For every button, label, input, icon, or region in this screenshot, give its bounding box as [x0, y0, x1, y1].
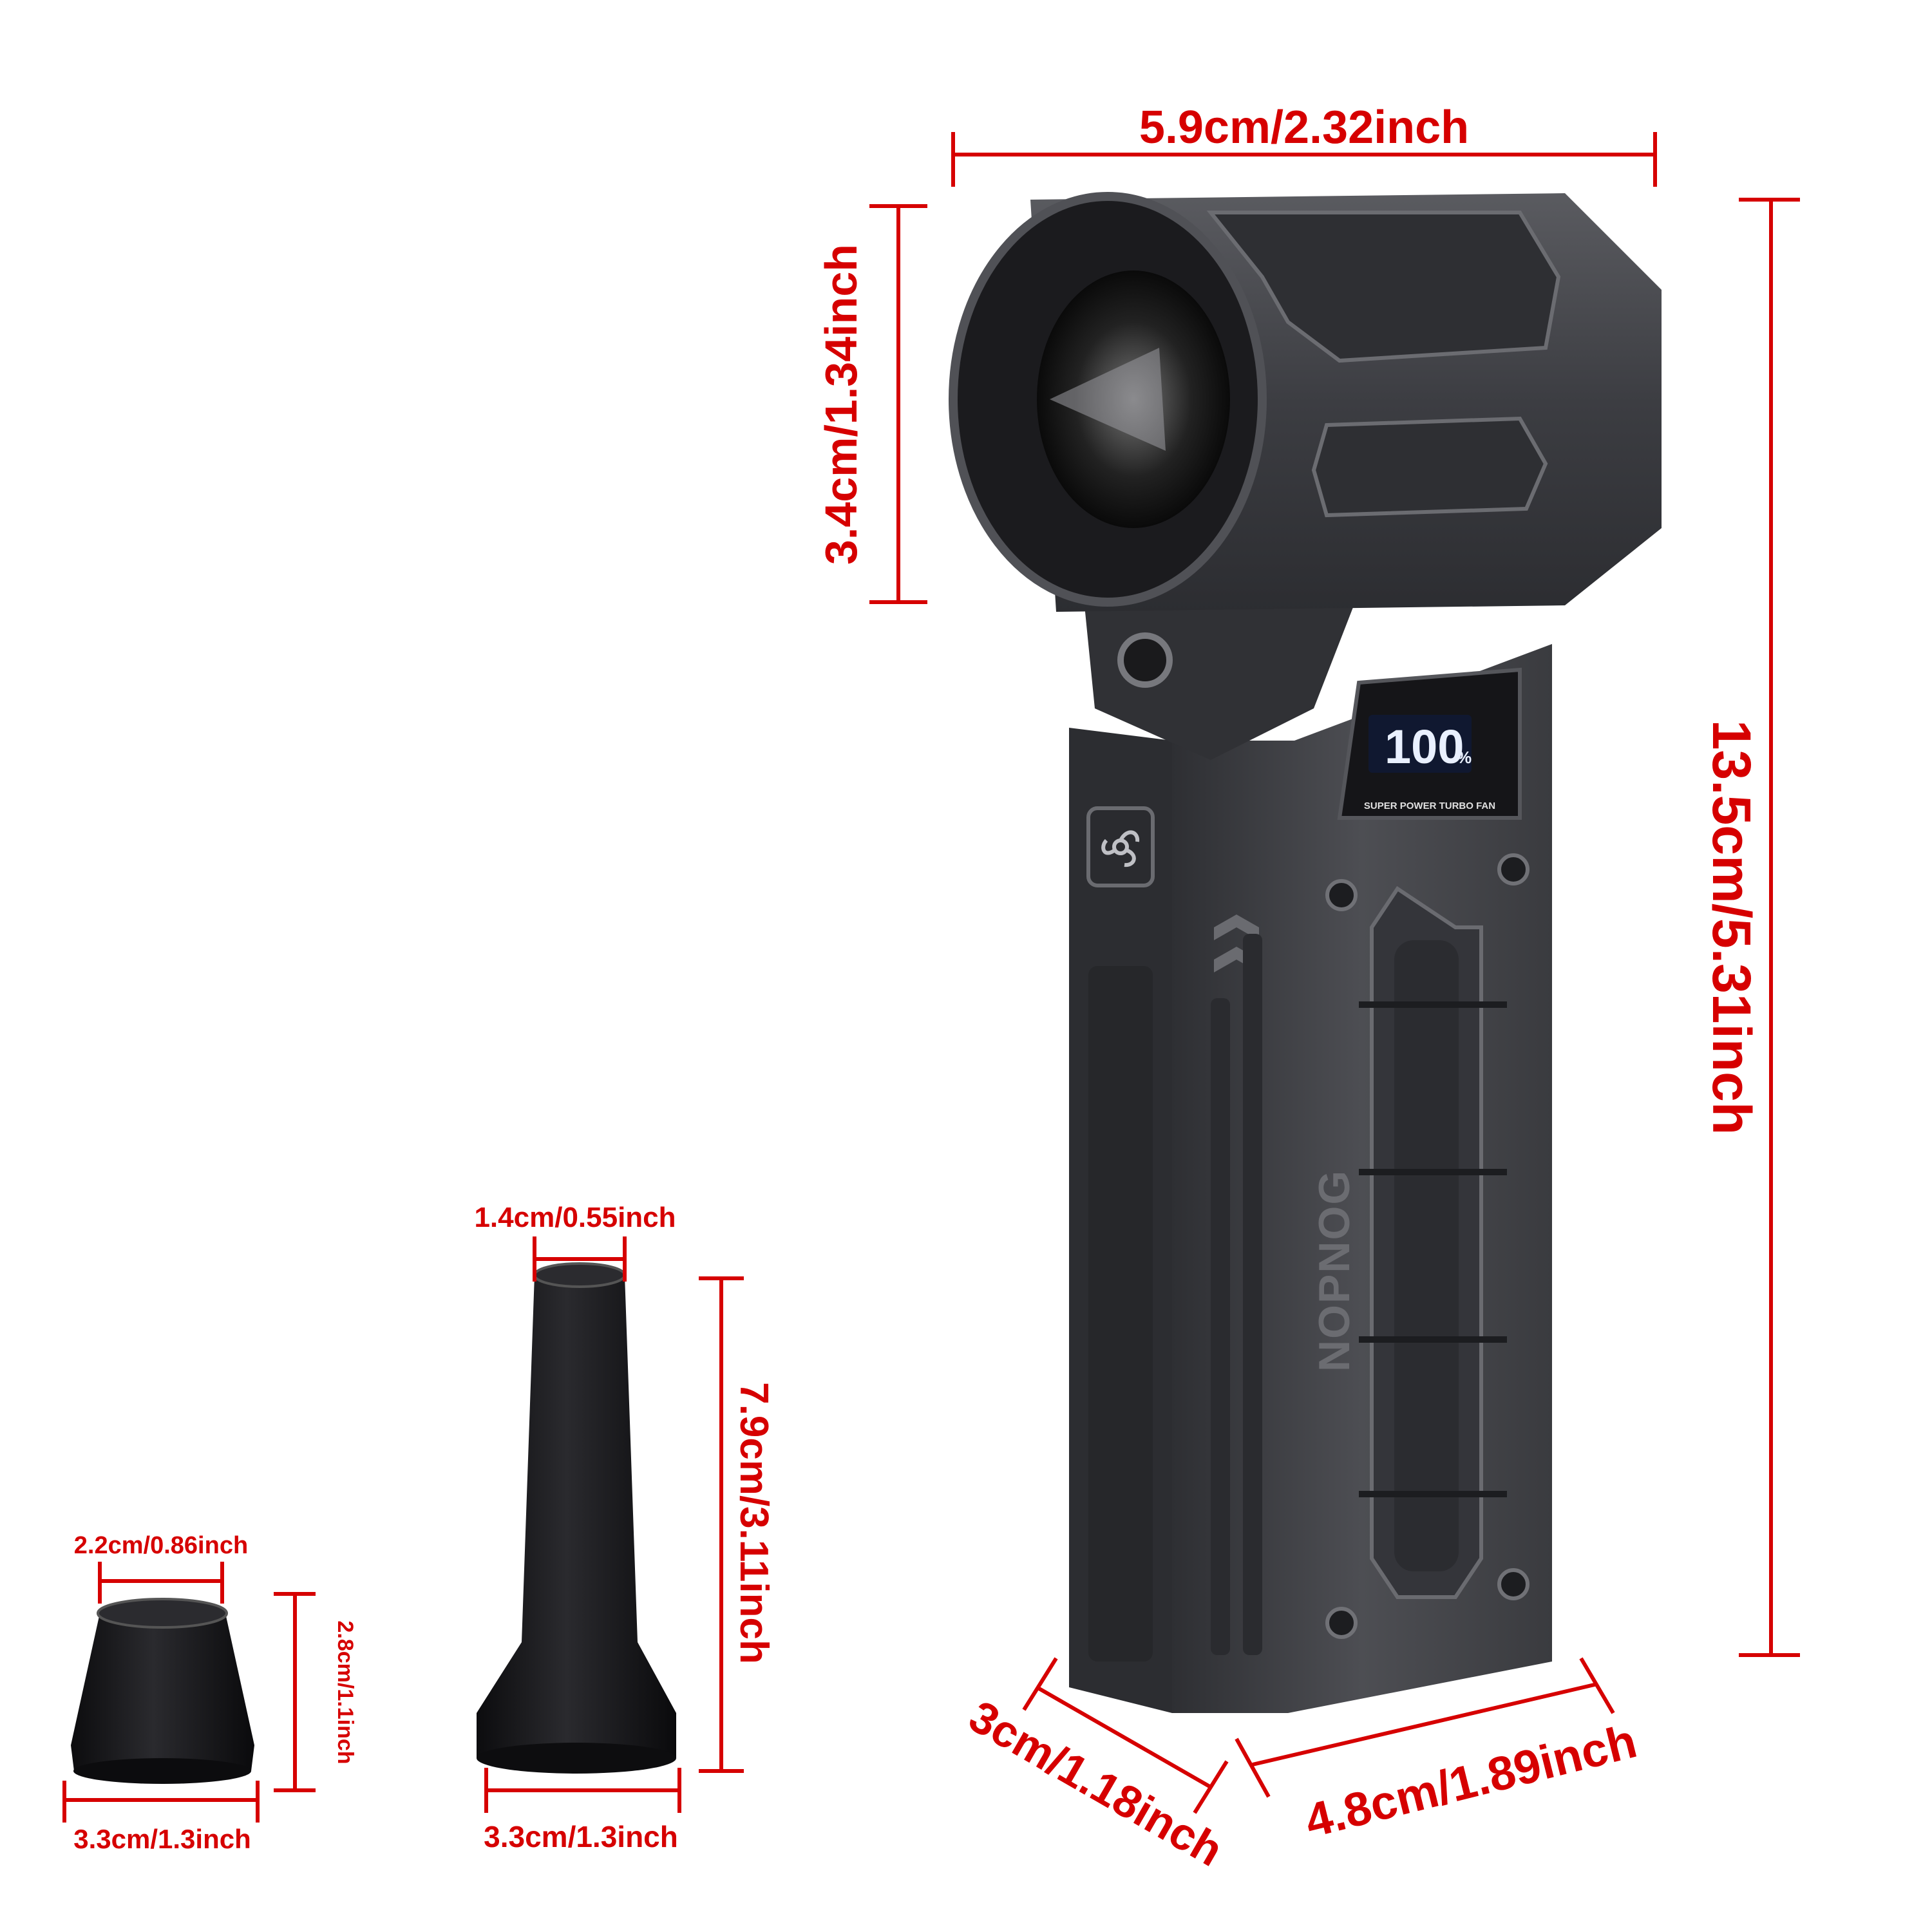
- label-long-nozzle-base: 3.3cm/1.3inch: [484, 1820, 678, 1853]
- handle-side-panel: [1088, 966, 1153, 1662]
- center-trim-inner: [1394, 940, 1459, 1571]
- side-ribs: [1359, 1001, 1507, 1497]
- head-vent-bottom: [1311, 416, 1548, 518]
- label-head-height: 3.4cm/1.34inch: [816, 244, 866, 565]
- long-nozzle-tip: [533, 1262, 626, 1288]
- long-nozzle: [477, 1262, 676, 1774]
- lcd-unit: %: [1457, 748, 1472, 767]
- long-nozzle-tube: [477, 1275, 676, 1758]
- long-nozzle-base: [477, 1743, 676, 1774]
- short-nozzle-body: [71, 1613, 254, 1771]
- fan-icon: [1101, 830, 1140, 867]
- label-long-nozzle-height: 7.9cm/3.11inch: [732, 1382, 776, 1664]
- label-short-nozzle-base: 3.3cm/1.3inch: [73, 1824, 251, 1854]
- lcd-screen: [1368, 715, 1472, 773]
- head-vent-top: [1206, 211, 1561, 363]
- label-base-width: 4.8cm/1.89inch: [1300, 1714, 1642, 1848]
- grip-rail-right: [1243, 934, 1262, 1655]
- short-nozzle: [71, 1598, 254, 1784]
- label-long-nozzle-tip: 1.4cm/0.55inch: [474, 1202, 676, 1233]
- power-button[interactable]: [1086, 806, 1155, 887]
- dimension-lines: [62, 132, 1800, 1823]
- short-nozzle-bottom: [73, 1758, 251, 1784]
- turbo-fan-device: 100 % SUPER POWER TURBO FAN NOPNOG: [949, 192, 1662, 1713]
- label-top-width: 5.9cm/2.32inch: [1139, 102, 1469, 153]
- short-nozzle-top: [97, 1598, 228, 1629]
- pivot-screw: [1117, 632, 1173, 688]
- label-total-height: 13.5cm/5.31inch: [1701, 720, 1762, 1135]
- brand-logo: NOPNOG: [1310, 1170, 1359, 1372]
- screws: [1325, 853, 1530, 1639]
- lcd-value: 100: [1385, 720, 1464, 773]
- display-caption: SUPER POWER TURBO FAN: [1364, 800, 1495, 811]
- fan-cone: [1050, 348, 1166, 451]
- pivot-neck: [1082, 580, 1359, 760]
- label-short-nozzle-top: 2.2cm/0.86inch: [74, 1532, 248, 1559]
- label-short-nozzle-height: 2.8cm/1.1inch: [333, 1620, 357, 1764]
- label-depth: 3cm/1.18inch: [961, 1691, 1231, 1876]
- grip-rail-left: [1211, 998, 1230, 1655]
